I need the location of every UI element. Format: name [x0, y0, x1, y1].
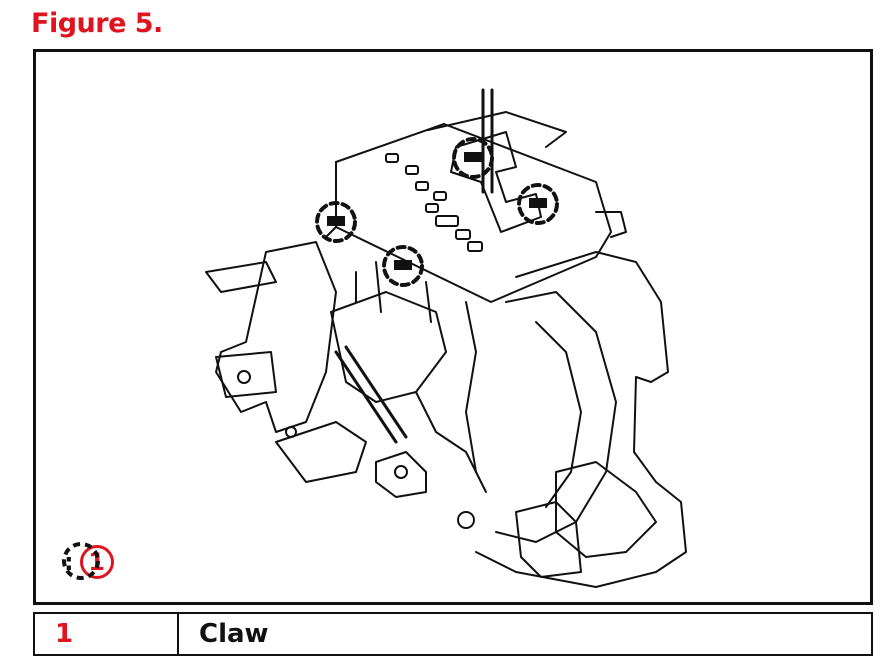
lever-body [330, 291, 447, 403]
indicator-mark [455, 229, 471, 240]
top-cover [335, 123, 612, 303]
diagram-frame: : 1 [33, 49, 873, 605]
claw-location-circle [452, 137, 494, 179]
base-pad [375, 451, 427, 498]
housing-inner [495, 291, 617, 543]
table-row: 1 Claw [33, 612, 873, 656]
shift-gate [450, 131, 542, 233]
indicator-mark [415, 181, 429, 191]
bracket-block [515, 501, 582, 578]
indicator-mark [433, 191, 447, 201]
bracket-flange [215, 351, 277, 398]
cover-left-edge [325, 161, 337, 238]
figure-title: Figure 5. [31, 8, 163, 39]
part-name: Claw [177, 612, 873, 656]
indicator-mark [435, 215, 459, 227]
bracket-tab [205, 261, 277, 293]
housing-rib [535, 321, 582, 508]
base-hole [394, 465, 408, 479]
left-bracket [215, 241, 337, 433]
right-housing [475, 251, 687, 588]
connector-block [555, 461, 657, 558]
part-number: 1 [33, 612, 179, 656]
mounting-hole [457, 511, 475, 529]
bracket-hole [237, 370, 251, 384]
claw-marker [464, 152, 482, 162]
linkage-rod-edge [344, 345, 408, 439]
legend: : 1 [58, 538, 114, 586]
claw-marker [529, 198, 547, 208]
indicator-mark [405, 165, 419, 175]
dashed-circle-icon [62, 542, 100, 580]
legend-separator: : [64, 548, 74, 576]
lever-pins [355, 261, 432, 323]
claw-location-circle [382, 245, 424, 287]
indicator-mark [385, 153, 399, 163]
claw-location-circle [315, 201, 357, 243]
housing-clip [595, 211, 627, 238]
claw-marker [327, 216, 345, 226]
indicator-mark [425, 203, 439, 213]
indicator-mark [467, 241, 483, 252]
linkage-rod [334, 350, 398, 444]
shift-lever-assembly-drawing [205, 88, 687, 588]
center-post [465, 301, 477, 473]
base-plate [275, 421, 367, 483]
claw-location-circle [517, 183, 559, 225]
cover-rear [427, 111, 567, 148]
claw-marker [394, 260, 412, 270]
parts-table: 1 Claw [33, 612, 873, 656]
